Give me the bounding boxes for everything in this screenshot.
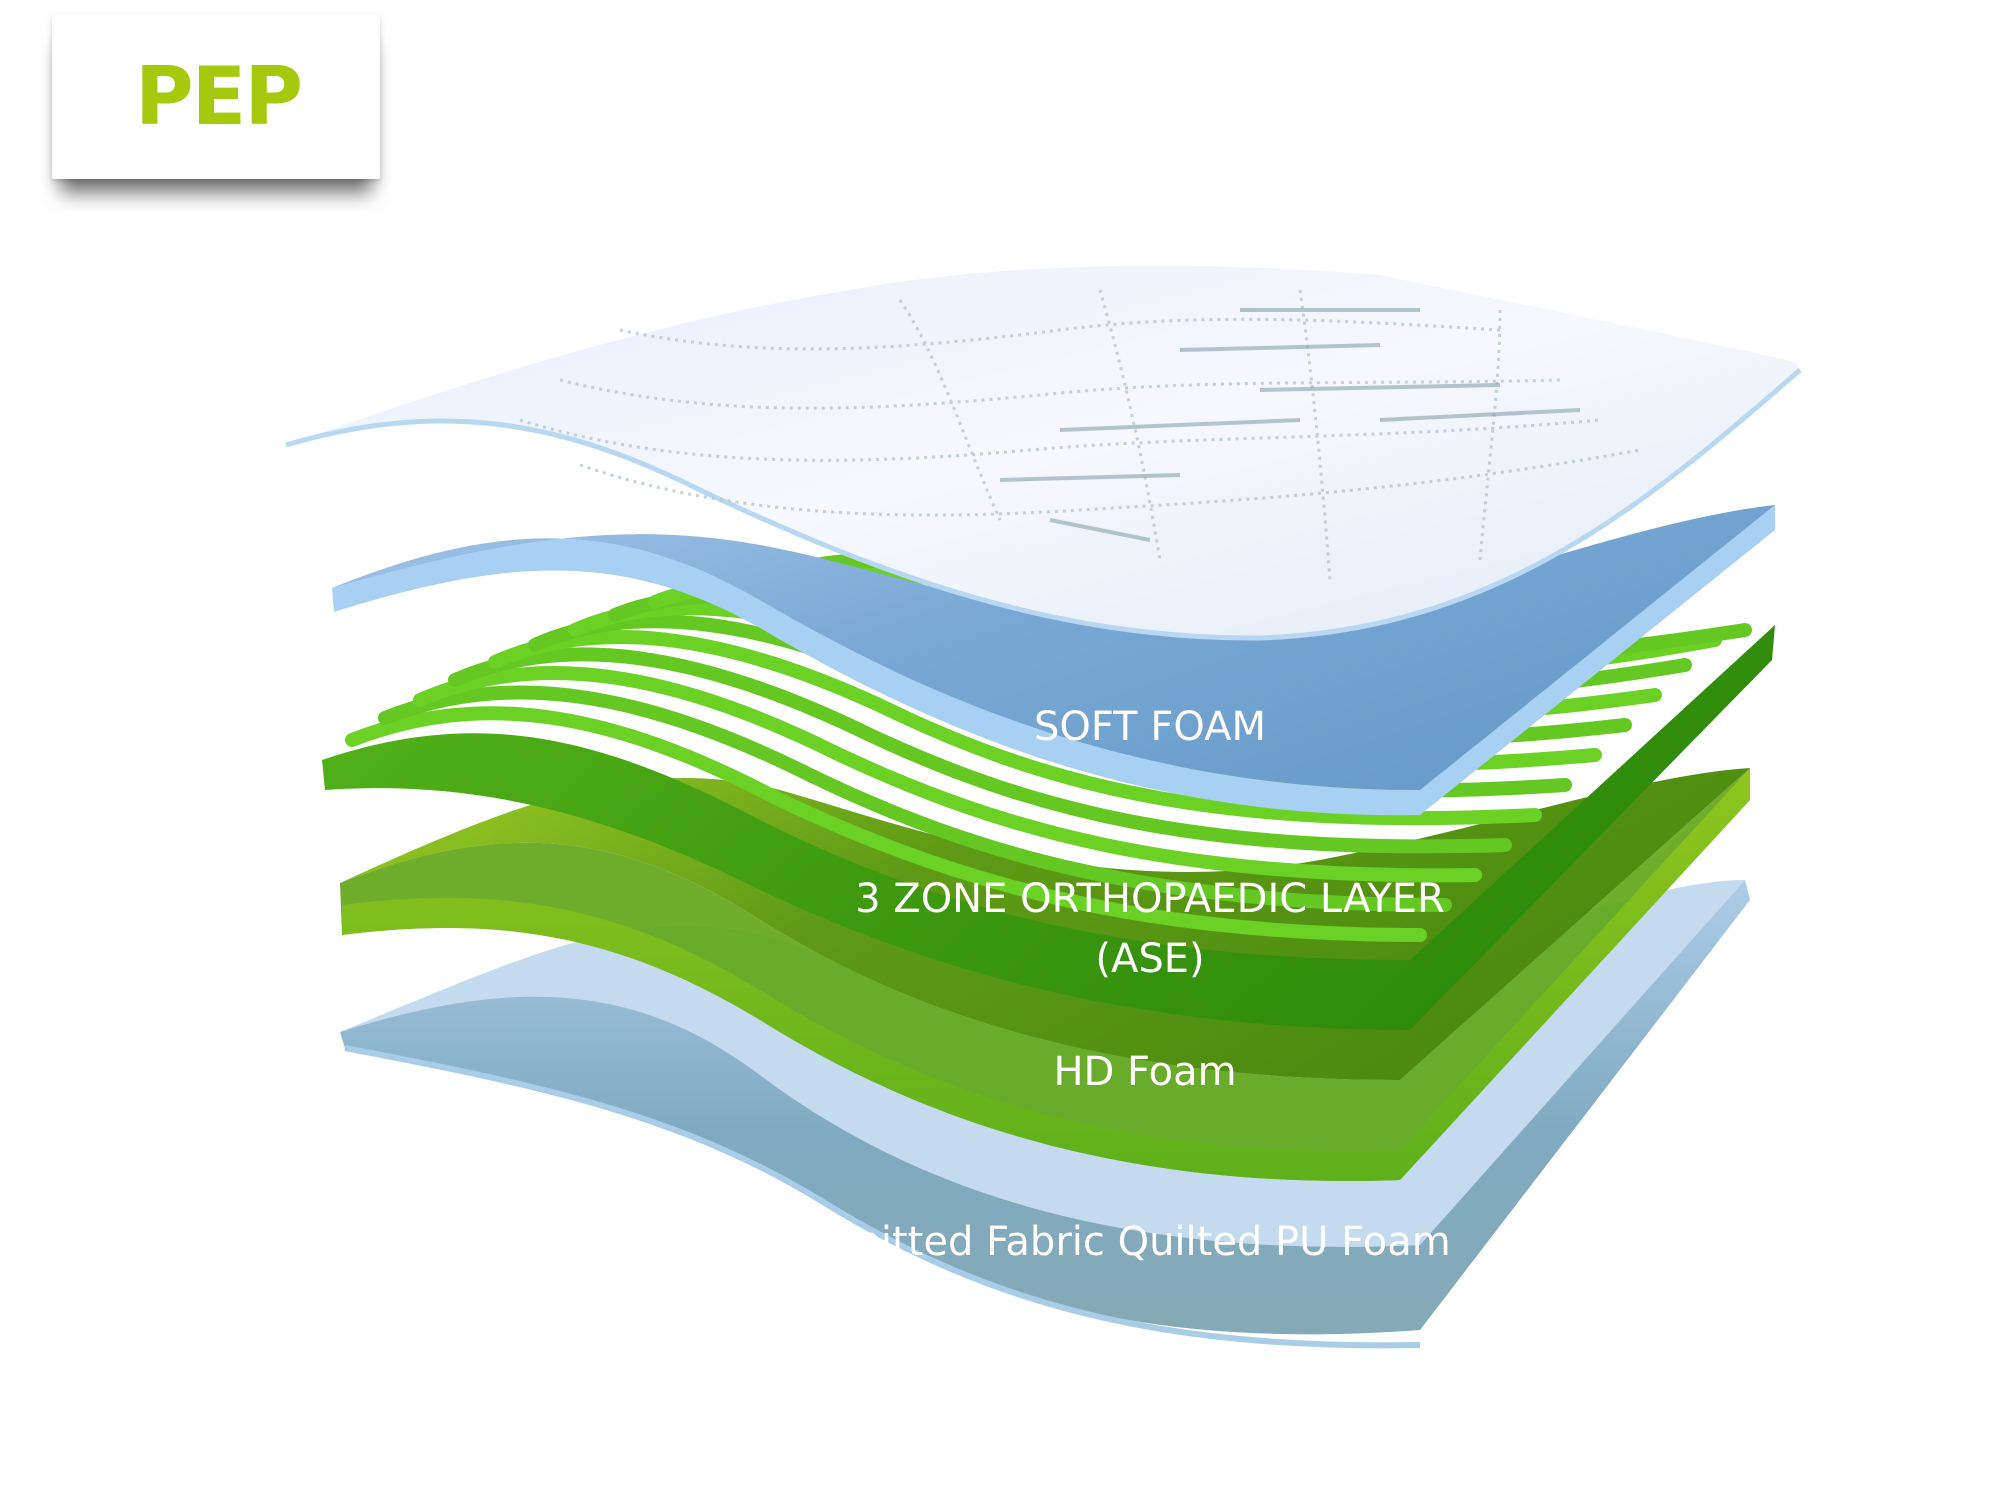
quilt-darker-stitches: [999, 308, 1581, 542]
label-quilted-pu-foam: Knitted Fabric Quilted PU Foam: [829, 1219, 1450, 1265]
label-ortho-line2: (ASE): [1095, 936, 1204, 982]
layer-top-fabric: [285, 265, 1802, 641]
soft-foam-edge: [332, 505, 1775, 816]
quilt-stitching: [519, 289, 1641, 581]
label-soft-foam: SOFT FOAM: [1034, 704, 1266, 750]
layer-soft-foam: [332, 505, 1775, 816]
pu-foam-edge: [344, 1045, 1421, 1349]
label-ortho-line1: 3 ZONE ORTHOPAEDIC LAYER: [855, 876, 1445, 922]
top-fabric-edge: [285, 368, 1802, 641]
ortho-body: [322, 625, 1775, 1030]
soft-foam-top: [332, 505, 1775, 790]
logo-inner: PEP: [98, 14, 338, 179]
top-fabric-surface: [286, 265, 1800, 639]
logo-card: PEP: [52, 14, 380, 179]
label-hd-foam: HD Foam: [1053, 1049, 1236, 1095]
pu-foam-shape: [340, 880, 1750, 1335]
brand-logo: PEP: [135, 50, 303, 143]
hd-foam-body: [340, 768, 1750, 1181]
